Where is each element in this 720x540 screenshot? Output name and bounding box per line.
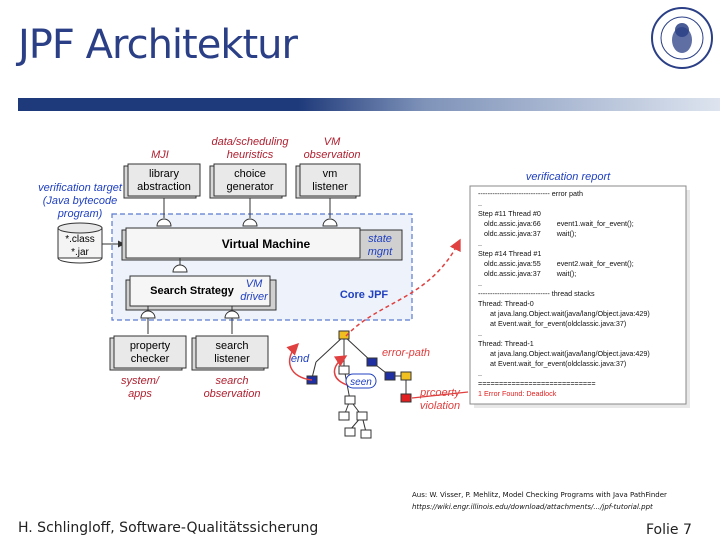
svg-text:Virtual Machine: Virtual Machine <box>222 237 311 251</box>
system-apps-2: apps <box>128 388 152 400</box>
title-rule-fade <box>298 98 720 111</box>
source-line-1: Aus: W. Visser, P. Mehlitz, Model Checki… <box>412 491 667 499</box>
property-checker-box: property checker <box>109 335 187 371</box>
mji-label: MJI <box>151 149 169 161</box>
svg-text:listener: listener <box>214 353 250 365</box>
verif-target-label-1: verification target <box>38 182 123 194</box>
report-line: at java.lang.Object.wait(java/lang/Objec… <box>478 349 650 358</box>
svg-text:abstraction: abstraction <box>137 181 191 193</box>
title-rule <box>18 98 298 111</box>
report-line: Thread: Thread-0 <box>478 299 534 308</box>
error-path-label: error-path <box>382 347 430 359</box>
svg-text:library: library <box>149 168 179 180</box>
report-line: at Event.wait_for_event(oldclassic.java:… <box>478 319 626 328</box>
report-line: .. <box>478 199 482 208</box>
report-lines: ------------------------------ error pat… <box>478 189 650 398</box>
report-line: oldc.assic.java:55 event2.wait_for_event… <box>478 259 634 268</box>
report-line: at java.lang.Object.wait(java/lang/Objec… <box>478 309 650 318</box>
verif-target-label-3: program) <box>57 208 103 220</box>
report-line: .. <box>478 329 482 338</box>
class-jar-cylinder: *.class *.jar <box>57 222 103 264</box>
svg-text:property: property <box>130 340 171 352</box>
search-strategy-box: Search Strategy <box>125 275 277 311</box>
search-listener-box: search listener <box>191 335 269 371</box>
property-violation-1: prcoerty <box>419 387 461 399</box>
svg-text:choice: choice <box>234 168 266 180</box>
report-line: Thread: Thread-1 <box>478 339 534 348</box>
report-line: 1 Error Found: Deadlock <box>478 389 557 398</box>
svg-text:*.jar: *.jar <box>71 247 89 258</box>
svg-text:listener: listener <box>312 181 348 193</box>
seen-bubble <box>345 373 377 389</box>
report-line: .. <box>478 369 482 378</box>
library-abstraction-box: library abstraction <box>123 163 201 199</box>
property-violation-2: violation <box>420 400 460 412</box>
report-line: ------------------------------ thread st… <box>478 289 595 298</box>
core-jpf-label: Core JPF <box>340 289 389 301</box>
svg-text:generator: generator <box>226 181 273 193</box>
svg-text:checker: checker <box>131 353 170 365</box>
data-sched-label-1: data/scheduling <box>211 136 289 148</box>
report-line: oldc.assic.java:37 wait(); <box>478 269 576 278</box>
vm-obs-label-2: observation <box>304 149 361 161</box>
svg-text:search: search <box>215 340 248 352</box>
choice-generator-box: choice generator <box>209 163 287 199</box>
state-space-tree <box>306 330 412 439</box>
report-line: .. <box>478 279 482 288</box>
slide-title: JPF Architektur <box>18 22 298 68</box>
svg-text:vm: vm <box>323 168 338 180</box>
report-line: .. <box>478 239 482 248</box>
state-mgnt-2: mgnt <box>368 246 393 258</box>
state-mgnt-1: state <box>368 233 392 245</box>
footer-author: H. Schlingloff, Software-Qualitätssicher… <box>18 520 319 536</box>
report-line: Step #11 Thread #0 <box>478 209 541 218</box>
verification-report-box <box>469 185 687 405</box>
virtual-machine-box: Virtual Machine <box>121 227 403 261</box>
seen-label: seen <box>350 377 372 388</box>
vm-listener-box: vm listener <box>295 163 361 199</box>
vm-driver-2: driver <box>240 291 269 303</box>
svg-text:Search Strategy: Search Strategy <box>150 285 235 297</box>
search-obs-1: search <box>215 375 248 387</box>
footer-slide-number: Folie 7 <box>646 522 692 538</box>
report-line: at Event.wait_for_event(oldclassic.java:… <box>478 359 626 368</box>
source-line-2: https://wiki.engr.illinois.edu/download/… <box>412 503 653 511</box>
vm-driver-1: VM <box>246 278 263 290</box>
verification-report-label: verification report <box>526 171 611 183</box>
svg-text:*.class: *.class <box>65 234 94 245</box>
verif-target-label-2: (Java bytecode <box>43 195 118 207</box>
university-seal-logo <box>651 7 713 69</box>
report-line: ============================ <box>478 379 596 388</box>
report-line: ------------------------------ error pat… <box>478 189 583 198</box>
vm-obs-label-1: VM <box>324 136 341 148</box>
system-apps-1: system/ <box>121 375 160 387</box>
end-label: end <box>291 353 310 365</box>
report-line: oldc.assic.java:37 wait(); <box>478 229 576 238</box>
report-line: Step #14 Thread #1 <box>478 249 541 258</box>
search-obs-2: observation <box>204 388 261 400</box>
report-line: oldc.assic.java:66 event1.wait_for_event… <box>478 219 634 228</box>
source-citation: Aus: W. Visser, P. Mehlitz, Model Checki… <box>412 489 667 513</box>
data-sched-label-2: heuristics <box>227 149 274 161</box>
